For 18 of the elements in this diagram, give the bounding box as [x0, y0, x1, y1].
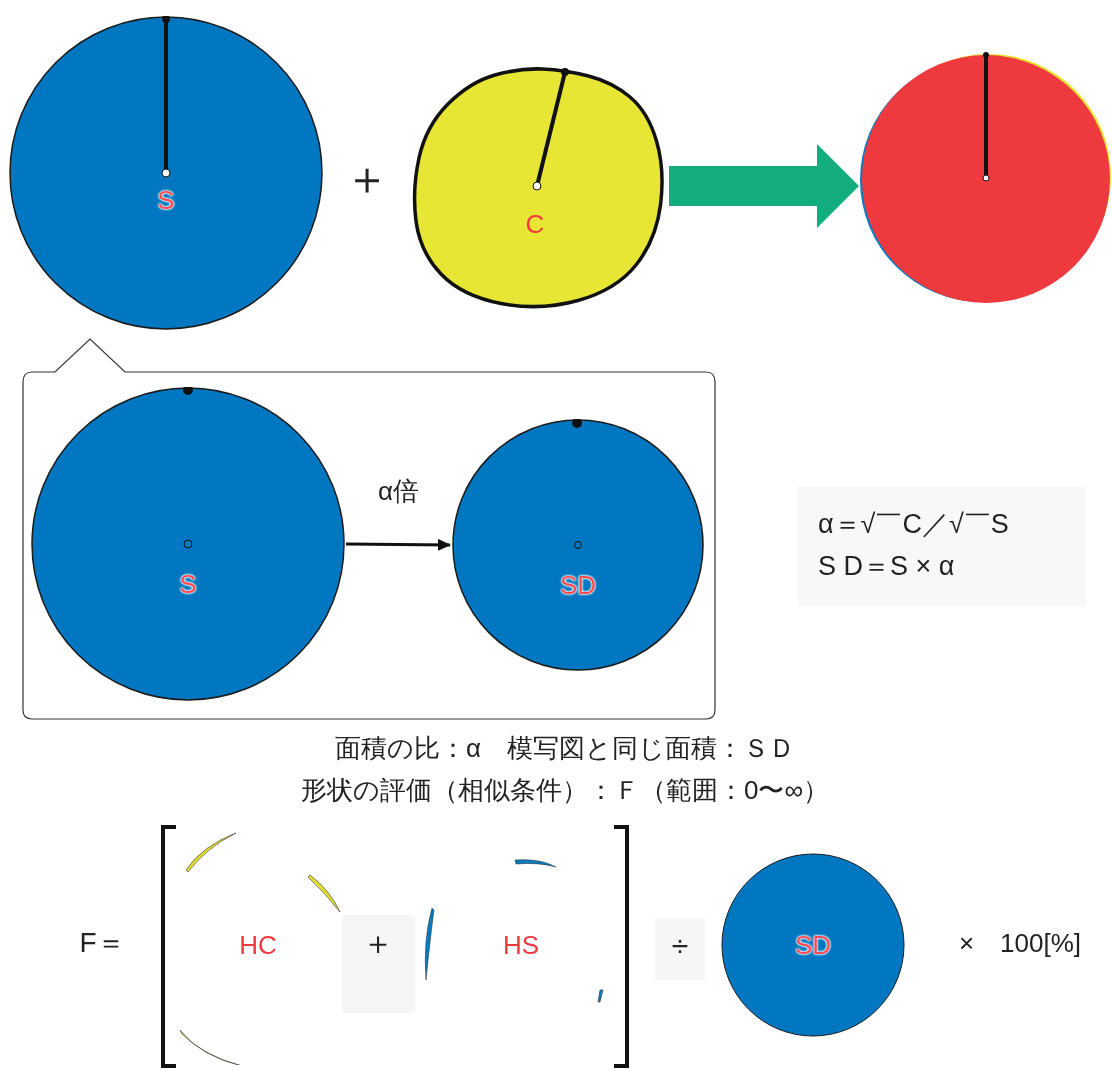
- region-label: S: [157, 183, 175, 217]
- region-label: HC: [239, 928, 277, 962]
- region-label: HS: [502, 928, 540, 962]
- region-label: SD: [794, 928, 832, 962]
- region-label: C: [525, 207, 545, 241]
- region-label: SD: [559, 568, 597, 602]
- formula-text: S D＝S × α: [818, 550, 956, 583]
- arrow: [346, 538, 451, 551]
- definition-text: 面積の比：α 模写図と同じ面積：ＳＤ: [335, 731, 795, 765]
- plus-sign: ＋: [362, 924, 394, 963]
- division-sign: ÷: [671, 927, 689, 964]
- block-arrow: [669, 144, 859, 228]
- formula-text: F＝: [79, 926, 125, 960]
- formula-text: α＝√￣C／√￣S: [818, 508, 1010, 542]
- plus-sign: ＋: [344, 150, 390, 206]
- formula-text: × 100[%]: [958, 926, 1082, 960]
- region-label: S: [179, 567, 197, 601]
- definition-text: 形状の評価（相似条件）：Ｆ（範囲：0〜∞）: [301, 773, 829, 807]
